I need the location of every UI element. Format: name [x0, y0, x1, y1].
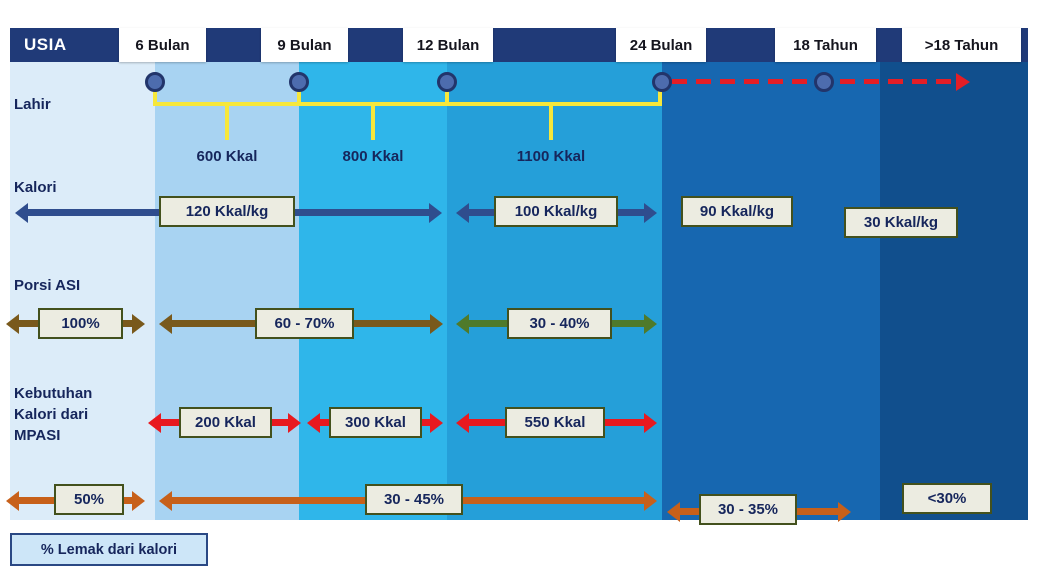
- timeline-dot-18y: [814, 72, 834, 92]
- value-box-asi-100: 100%: [38, 308, 123, 339]
- age-label-9-bulan: 9 Bulan: [261, 28, 348, 62]
- value-box-100-kkal-kg: 100 Kkal/kg: [494, 196, 618, 227]
- bracket-stub: [658, 86, 662, 104]
- timeline-dot-12m: [437, 72, 457, 92]
- bracket-stem: [225, 104, 229, 140]
- row-label-kalori: Kalori: [14, 179, 57, 196]
- bracket-stub: [445, 86, 449, 104]
- daily-calorie-label-1100: 1100 Kkal: [516, 148, 586, 165]
- value-box-asi-60-70: 60 - 70%: [255, 308, 354, 339]
- row-label-porsi-asi: Porsi ASI: [14, 277, 81, 294]
- band-24m-18y: [662, 62, 880, 520]
- value-box-lemak-50: 50%: [54, 484, 124, 515]
- value-box-lemak-30-45: 30 - 45%: [365, 484, 463, 515]
- bracket-stub: [153, 86, 157, 104]
- legend-lemak-dari-kalori: % Lemak dari kalori: [10, 533, 208, 566]
- bracket-stem: [371, 104, 375, 140]
- age-label-24-bulan: 24 Bulan: [616, 28, 706, 62]
- value-box-asi-30-40: 30 - 40%: [507, 308, 612, 339]
- age-label-6-bulan: 6 Bulan: [119, 28, 206, 62]
- value-box-lemak-under-30: <30%: [902, 483, 992, 514]
- value-box-lemak-30-35: 30 - 35%: [699, 494, 797, 525]
- bracket-stub: [297, 86, 301, 104]
- row-label-mpasi: Kebutuhan Kalori dari MPASI: [14, 385, 93, 444]
- value-box-mpasi-200: 200 Kkal: [179, 407, 272, 438]
- timeline-dot-6m: [145, 72, 165, 92]
- dashed-arrowhead-icon: [956, 73, 970, 91]
- age-label-over-18-tahun: >18 Tahun: [902, 28, 1021, 62]
- value-box-90-kkal-kg: 90 Kkal/kg: [681, 196, 793, 227]
- value-box-30-kkal-kg: 30 Kkal/kg: [844, 207, 958, 238]
- value-box-mpasi-550: 550 Kkal: [505, 407, 605, 438]
- band-birth-6m: [10, 62, 155, 520]
- timeline-dot-24m: [652, 72, 672, 92]
- band-over-18y: [880, 62, 1028, 520]
- daily-calorie-label-800: 800 Kkal: [342, 148, 404, 165]
- row-label-lahir: Lahir: [14, 96, 51, 113]
- bracket-stem: [549, 104, 553, 140]
- value-box-120-kkal-kg: 120 Kkal/kg: [159, 196, 295, 227]
- value-box-mpasi-300: 300 Kkal: [329, 407, 422, 438]
- header-title: USIA: [24, 35, 67, 54]
- bracket-bar-1100: [445, 102, 662, 106]
- daily-calorie-label-600: 600 Kkal: [196, 148, 258, 165]
- age-label-12-bulan: 12 Bulan: [403, 28, 493, 62]
- timeline-dot-9m: [289, 72, 309, 92]
- band-12m-24m: [447, 62, 662, 520]
- age-label-18-tahun: 18 Tahun: [775, 28, 876, 62]
